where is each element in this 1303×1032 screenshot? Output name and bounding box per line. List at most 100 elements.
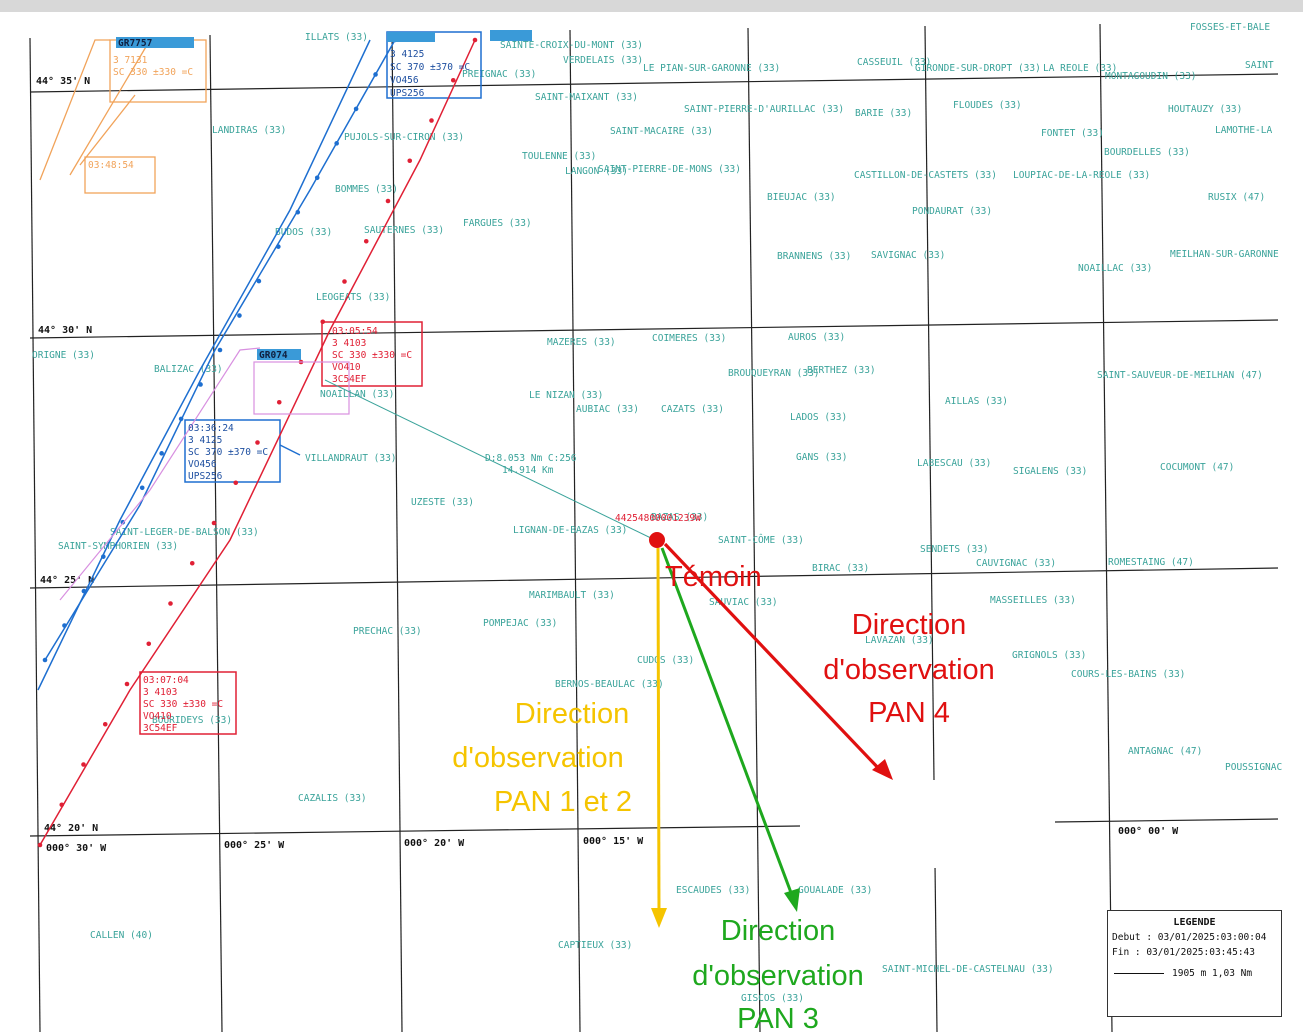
town-label: GOUALADE (33) xyxy=(798,885,872,896)
blue-box-l2: SC 370 ±370 =C xyxy=(188,447,268,458)
town-label: CAPTIEUX (33) xyxy=(558,940,632,951)
town-label: MEILHAN-SUR-GARONNE xyxy=(1170,249,1279,260)
orange-tag-a: 3 7131 xyxy=(113,55,148,66)
red-track xyxy=(39,39,476,846)
red-track-point xyxy=(429,118,434,123)
town-label: TOULENNE (33) xyxy=(522,151,596,162)
town-label: LAVAZAN (33) xyxy=(865,635,934,646)
pan3-line3: PAN 3 xyxy=(737,1003,819,1032)
blue-box-time: 03:36:24 xyxy=(188,423,234,434)
town-label: SAINT-PIERRE-DE-MONS (33) xyxy=(598,164,741,175)
town-label: FOSSES-ET-BALE xyxy=(1190,22,1270,33)
pan12-line1: Direction xyxy=(515,698,629,730)
town-label: LAMOTHE-LA xyxy=(1215,125,1272,136)
witness-label: Témoin xyxy=(665,561,762,593)
town-label: GRIGNOLS (33) xyxy=(1012,650,1086,661)
distance-label-2: 14.914 Km xyxy=(502,465,554,476)
red-track-point xyxy=(342,279,347,284)
lon-line-10 xyxy=(747,27,761,1032)
town-label: BALIZAC (33) xyxy=(154,364,223,375)
red-box-l4: 3C54EF xyxy=(332,374,367,385)
town-label: ESCAUDES (33) xyxy=(676,885,750,896)
town-label: BOMMES (33) xyxy=(335,184,398,195)
lon-label-15: 000° 15' W xyxy=(583,836,644,847)
lon-label-20: 000° 20' W xyxy=(404,838,465,849)
masked-area xyxy=(800,780,1055,868)
distance-line xyxy=(324,379,656,541)
town-label: BERTHEZ (33) xyxy=(807,365,876,376)
red-track-point xyxy=(255,440,260,445)
pan3-line1: Direction xyxy=(721,915,835,947)
blue-track-point xyxy=(353,106,359,112)
arrow-pan-4-head xyxy=(872,759,893,780)
red-track-point xyxy=(385,198,391,204)
blue-top-l3: VO456 xyxy=(390,75,419,86)
town-label: LANGON (33) xyxy=(565,166,628,177)
town-label: AUBIAC (33) xyxy=(576,404,639,415)
red-track-point xyxy=(189,560,195,566)
orange-track xyxy=(39,39,207,194)
red-track-point xyxy=(102,721,108,727)
blue-track-point xyxy=(256,278,262,284)
town-label: LE NIZAN (33) xyxy=(529,390,603,401)
blue-box-l1: 3 4125 xyxy=(188,435,222,446)
blue-track-point xyxy=(334,141,339,146)
town-label: SAINT-MAIXANT (33) xyxy=(535,92,638,103)
blue-track-point xyxy=(373,72,378,77)
town-label: FONTET (33) xyxy=(1041,128,1104,139)
arrow-pan-3-head xyxy=(784,888,800,912)
callsign-2[interactable]: GR074 xyxy=(259,350,288,361)
town-label: COCUMONT (47) xyxy=(1160,462,1234,473)
town-label: SAINT-SYMPHORIEN (33) xyxy=(58,541,178,552)
town-label: VILLANDRAUT (33) xyxy=(305,453,397,464)
blue-track xyxy=(37,31,482,691)
town-label: MASSEILLES (33) xyxy=(990,595,1076,606)
red-box-time: 03:05:54 xyxy=(332,326,378,337)
town-label: COIMERES (33) xyxy=(652,333,726,344)
red-low-time: 03:07:04 xyxy=(143,675,189,686)
town-label: CAUVIGNAC (33) xyxy=(976,558,1056,569)
town-label: LADOS (33) xyxy=(790,412,847,423)
town-label: MONTAGOUDIN (33) xyxy=(1105,71,1197,82)
red-track-point xyxy=(276,399,282,405)
town-label: CUDOS (33) xyxy=(637,655,694,666)
witness-marker[interactable] xyxy=(649,532,665,548)
red-track-point xyxy=(363,238,369,244)
town-label: SAINT-MACAIRE (33) xyxy=(610,126,713,137)
town-label: CASSEUIL (33) xyxy=(857,57,931,68)
town-label: BIEUJAC (33) xyxy=(767,192,836,203)
town-label: ORIGNE (33) xyxy=(32,350,95,361)
legend-fin: Fin : 03/01/2025:03:45:43 xyxy=(1112,947,1255,958)
town-label: POUSSIGNAC xyxy=(1225,762,1282,773)
red-low-l3: VO410 xyxy=(143,711,172,722)
town-label: SAINT-PIERRE-D'AURILLAC (33) xyxy=(684,104,844,115)
orange-tag-b: SC 330 ±330 =C xyxy=(113,67,193,78)
callsign-1[interactable]: GR7757 xyxy=(118,38,152,49)
town-label: AUROS (33) xyxy=(788,332,845,343)
blue-top-l4: UPS256 xyxy=(390,88,425,99)
blue-track-point xyxy=(159,451,164,456)
red-box-l3: VO410 xyxy=(332,362,361,373)
blue-box-l3: VO456 xyxy=(188,459,217,470)
pan4-line3: PAN 4 xyxy=(868,697,950,729)
arrow-pan-1-2 xyxy=(656,547,661,916)
distance-label-1: D:8.053 Nm C:256 xyxy=(485,453,577,464)
town-label: GISCOS (33) xyxy=(741,993,804,1004)
town-label: SENDETS (33) xyxy=(920,544,989,555)
town-label: SAINTE-CROIX-DU-MONT (33) xyxy=(500,40,643,51)
red-track-point xyxy=(59,802,65,808)
red-track-point xyxy=(146,641,152,647)
town-label: POMPEJAC (33) xyxy=(483,618,557,629)
town-label: BOURDELLES (33) xyxy=(1104,147,1190,158)
red-track-point xyxy=(124,681,130,687)
town-label: BARIE (33) xyxy=(855,108,912,119)
blue-track-point xyxy=(42,657,48,663)
blue-track-point xyxy=(178,416,184,422)
town-label: ROMESTAING (47) xyxy=(1108,557,1194,568)
town-label: LANDIRAS (33) xyxy=(212,125,286,136)
lon-label-00: 000° 00' W xyxy=(1118,826,1179,837)
town-label: PUJOLS-SUR-CIRON (33) xyxy=(344,132,464,143)
red-track-point xyxy=(472,37,478,43)
legend-scale: 1905 m 1,03 Nm xyxy=(1114,968,1281,979)
